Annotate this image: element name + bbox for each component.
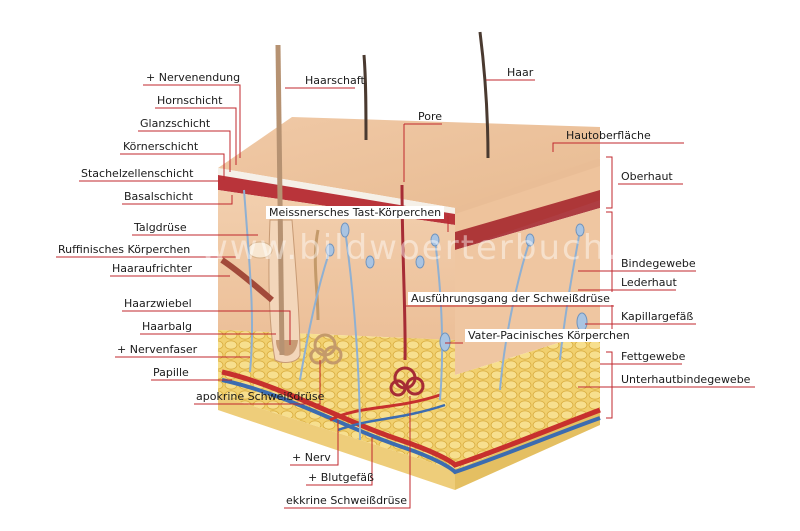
label-ausfuehrungsgang: Ausführungsgang der Schweißdrüse bbox=[408, 292, 613, 305]
vein-branch bbox=[337, 403, 446, 432]
leader-line bbox=[138, 130, 231, 172]
leader-line bbox=[194, 360, 321, 405]
label-haarschaft: Haarschaft bbox=[305, 74, 365, 87]
leader-line bbox=[120, 153, 225, 180]
label-nervenendung: + Nervenendung bbox=[146, 71, 241, 84]
hair-shaft-3 bbox=[478, 31, 490, 159]
label-blutgefaess: + Blutgefäß bbox=[308, 471, 374, 484]
subcutis-right bbox=[455, 330, 600, 470]
label-nerv: + Nerv bbox=[292, 451, 331, 464]
label-papille: Papille bbox=[153, 366, 189, 379]
label-haarbalg: Haarbalg bbox=[142, 320, 193, 333]
label-vater-pacini: Vater-Pacinisches Körperchen bbox=[465, 329, 633, 342]
watermark: www.bildwoerterbuch.com bbox=[200, 228, 698, 268]
leader-line bbox=[284, 396, 411, 509]
arrector-pili bbox=[220, 257, 274, 303]
leader-line bbox=[403, 123, 442, 182]
leader-line bbox=[122, 195, 233, 205]
label-apokrine: apokrine Schweißdrüse bbox=[196, 390, 325, 403]
label-oberhaut: Oberhaut bbox=[621, 170, 673, 183]
label-koernerschicht: Körnerschicht bbox=[123, 140, 199, 153]
vein-main bbox=[221, 378, 601, 475]
label-ruffinisches: Ruffinisches Körperchen bbox=[58, 243, 191, 256]
label-basalschicht: Basalschicht bbox=[124, 190, 193, 203]
label-unterhautbindegewebe: Unterhautbindegewebe bbox=[621, 373, 751, 386]
artery-main bbox=[221, 369, 601, 468]
artery-branch bbox=[329, 393, 441, 422]
label-ekkrine: ekkrine Schweißdrüse bbox=[286, 494, 408, 507]
subcutis-front bbox=[218, 330, 455, 470]
label-hautoberflaeche: Hautoberfläche bbox=[566, 129, 651, 142]
hair-shaft-1 bbox=[275, 44, 285, 356]
label-kapillargefaess: Kapillargefäß bbox=[621, 310, 694, 323]
label-glanzschicht: Glanzschicht bbox=[140, 117, 211, 130]
label-nervenfaser: + Nervenfaser bbox=[117, 343, 198, 356]
label-haar: Haar bbox=[507, 66, 534, 79]
label-pore: Pore bbox=[418, 110, 443, 123]
label-meissnersches: Meissnersches Tast-Körperchen bbox=[266, 206, 445, 219]
nerve-network bbox=[243, 189, 581, 441]
leader-line bbox=[155, 107, 237, 165]
apocrine-gland bbox=[309, 229, 343, 365]
label-haarzwiebel: Haarzwiebel bbox=[124, 297, 192, 310]
bottom-yellow bbox=[218, 395, 455, 490]
hair-shaft-2 bbox=[362, 54, 368, 141]
label-hornschicht: Hornschicht bbox=[157, 94, 223, 107]
leader-line bbox=[143, 84, 241, 158]
right-face-dermis-band bbox=[455, 190, 600, 250]
leader-line bbox=[122, 310, 291, 345]
skin-top-surface bbox=[218, 117, 600, 208]
label-haaraufrichter: Haaraufrichter bbox=[112, 262, 193, 275]
label-lederhaut: Lederhaut bbox=[621, 276, 677, 289]
label-bindegewebe: Bindegewebe bbox=[621, 257, 696, 270]
label-stachelzellenschicht: Stachelzellenschicht bbox=[81, 167, 194, 180]
label-fettgewebe: Fettgewebe bbox=[621, 350, 686, 363]
label-talgdruese: Talgdrüse bbox=[134, 221, 187, 234]
leader-line bbox=[552, 142, 684, 152]
sensory-bodies bbox=[325, 222, 588, 352]
leader-line bbox=[306, 437, 373, 486]
brackets bbox=[606, 156, 613, 419]
leader-lines bbox=[56, 79, 755, 509]
leader-line bbox=[290, 420, 339, 466]
hair-follicle bbox=[268, 219, 301, 363]
